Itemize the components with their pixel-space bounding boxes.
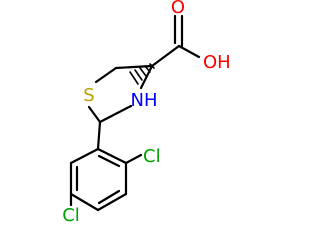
- aryl-bond-6-1: [69, 147, 100, 165]
- dichlorophenyl-ring: [69, 147, 128, 212]
- aryl-inner-double-2: [97, 189, 121, 205]
- wedge-hash-3: [139, 67, 147, 77]
- para-chlorine-label: Cl: [62, 205, 80, 226]
- acid-to-hydroxyl-bond: [177, 44, 201, 59]
- aryl-bond-1-2: [96, 147, 128, 165]
- carboxylic-acid-group: [150, 14, 201, 68]
- ring-bond-c2-n: [98, 104, 133, 124]
- ring-bond-n-c4: [139, 64, 154, 90]
- ring-bond-c5-s: [94, 66, 118, 84]
- ortho-chlorine-label: Cl: [143, 146, 161, 167]
- acid-to-ring-bond: [150, 44, 181, 68]
- molecule-structure: O OH S NH Cl Cl: [62, 0, 231, 226]
- carbonyl-oxygen-label: O: [171, 0, 185, 18]
- ring-bond-s-c2: [87, 105, 102, 124]
- hydroxyl-oxygen-label: OH: [203, 52, 231, 73]
- nitrogen-atom-label: NH: [131, 90, 158, 111]
- aryl-inner-double-1: [97, 154, 121, 168]
- wedge-hash-4: [134, 69, 143, 81]
- wedge-hash-5: [129, 71, 139, 85]
- c2-to-aryl-bond: [96, 120, 102, 151]
- ortho-chlorine-bond: [124, 153, 143, 165]
- ring-bond-c4-c5: [114, 64, 154, 70]
- aryl-bond-3-4: [96, 192, 128, 212]
- thiazolidine-ring: [87, 64, 154, 124]
- aryl-bond-4-5: [69, 192, 100, 212]
- sulfur-atom-label: S: [83, 85, 94, 106]
